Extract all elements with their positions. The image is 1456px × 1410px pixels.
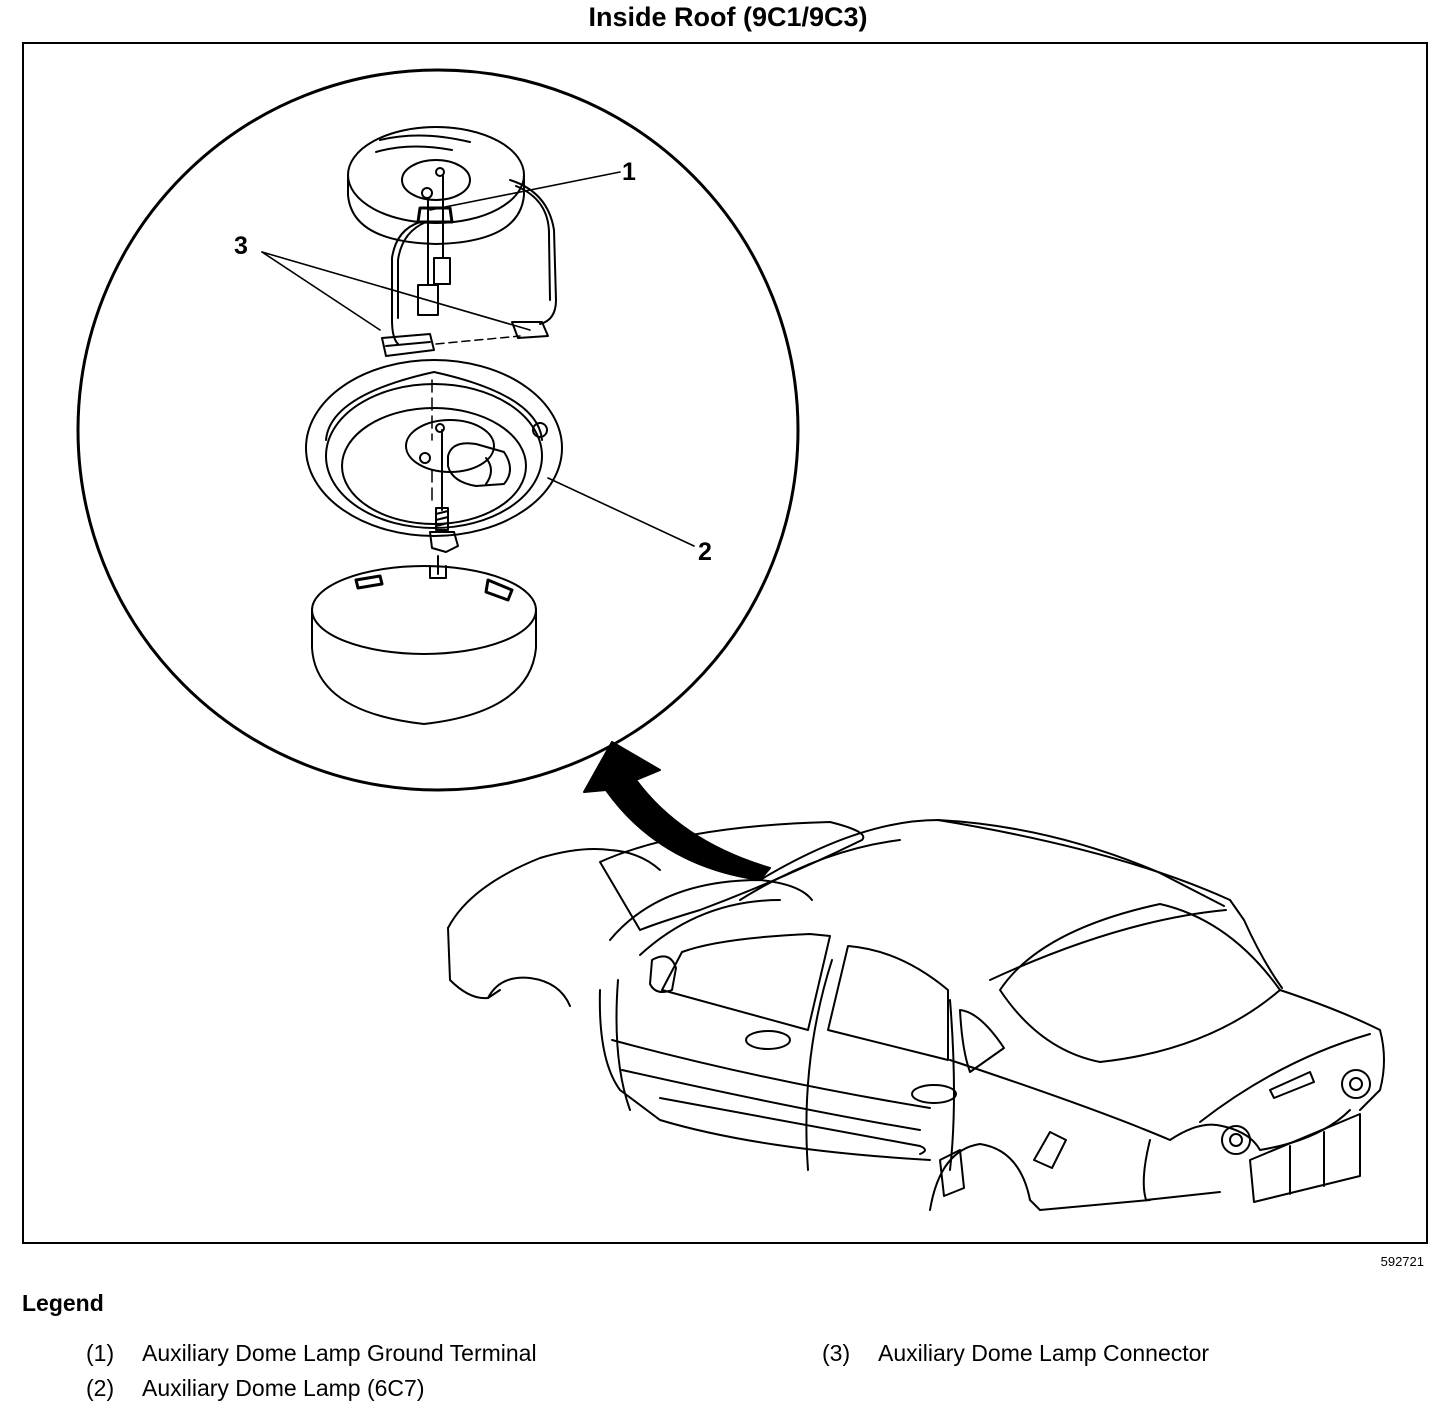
legend-item-1: (1) Auxiliary Dome Lamp Ground Terminal — [86, 1340, 537, 1367]
illustration-frame — [22, 42, 1428, 1244]
legend-item-number: (2) — [86, 1375, 115, 1401]
detail-circle — [76, 68, 800, 792]
legend-item-number: (3) — [822, 1340, 851, 1366]
legend-item-text: Auxiliary Dome Lamp Connector — [878, 1340, 1210, 1366]
pointer-arrow — [583, 741, 771, 881]
diagram-title: Inside Roof (9C1/9C3) — [588, 2, 868, 32]
callout-1: 1 — [622, 158, 636, 186]
callout-leaders — [261, 171, 695, 547]
legend-item-text: Auxiliary Dome Lamp Ground Terminal — [142, 1340, 537, 1366]
wiring-harness — [391, 175, 557, 345]
figure-id: 592721 — [1380, 1254, 1424, 1269]
legend-item-number: (1) — [86, 1340, 115, 1366]
retaining-screw — [429, 429, 459, 553]
callout-3: 3 — [234, 232, 248, 260]
callout-2: 2 — [698, 538, 712, 566]
legend-heading: Legend — [22, 1290, 104, 1316]
legend-item-3: (3) Auxiliary Dome Lamp Connector — [822, 1340, 1209, 1367]
dome-lamp-housing — [305, 359, 563, 537]
legend-item-text: Auxiliary Dome Lamp (6C7) — [142, 1375, 425, 1401]
vehicle-body — [447, 819, 1385, 1211]
connector-block — [381, 333, 435, 357]
roof-mount-plate — [347, 126, 525, 245]
legend-item-2: (2) Auxiliary Dome Lamp (6C7) — [86, 1375, 424, 1402]
dome-lamp-lens — [311, 565, 537, 725]
exploded-view-illustration: 1 2 3 — [76, 68, 1385, 1211]
